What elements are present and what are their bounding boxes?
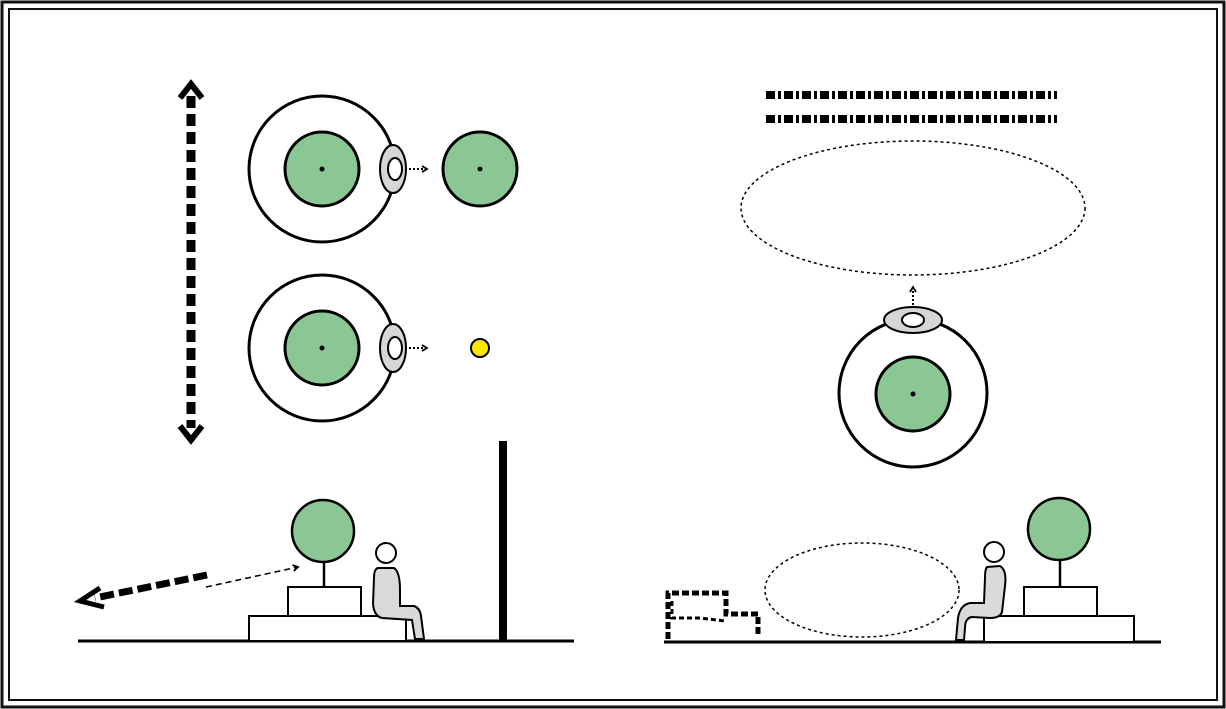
scene-left-bench xyxy=(73,441,574,643)
long-gaze-arrow xyxy=(94,571,208,602)
gaze-arrow-icon xyxy=(205,564,300,588)
sky-field-ellipse xyxy=(740,140,1086,276)
light-dot-icon xyxy=(470,338,490,358)
eye-view-tree xyxy=(247,94,519,244)
planter xyxy=(287,586,362,617)
tree-canopy-icon xyxy=(1026,496,1092,562)
bench-base xyxy=(248,615,407,642)
eye-view-light xyxy=(247,273,490,423)
tree-canopy-icon xyxy=(290,498,356,564)
view-field-ellipse xyxy=(764,542,960,638)
bench-base xyxy=(983,615,1135,643)
inner-frame xyxy=(8,8,1218,701)
vertical-double-arrow xyxy=(177,79,205,445)
stepped-terrain xyxy=(665,590,761,639)
scene-right-bench xyxy=(664,496,1161,644)
long-gaze-arrowhead xyxy=(73,585,105,610)
person-seated-icon xyxy=(954,541,1007,641)
person-seated-icon xyxy=(371,542,426,640)
sky-view xyxy=(740,91,1086,469)
planter xyxy=(1023,586,1098,617)
